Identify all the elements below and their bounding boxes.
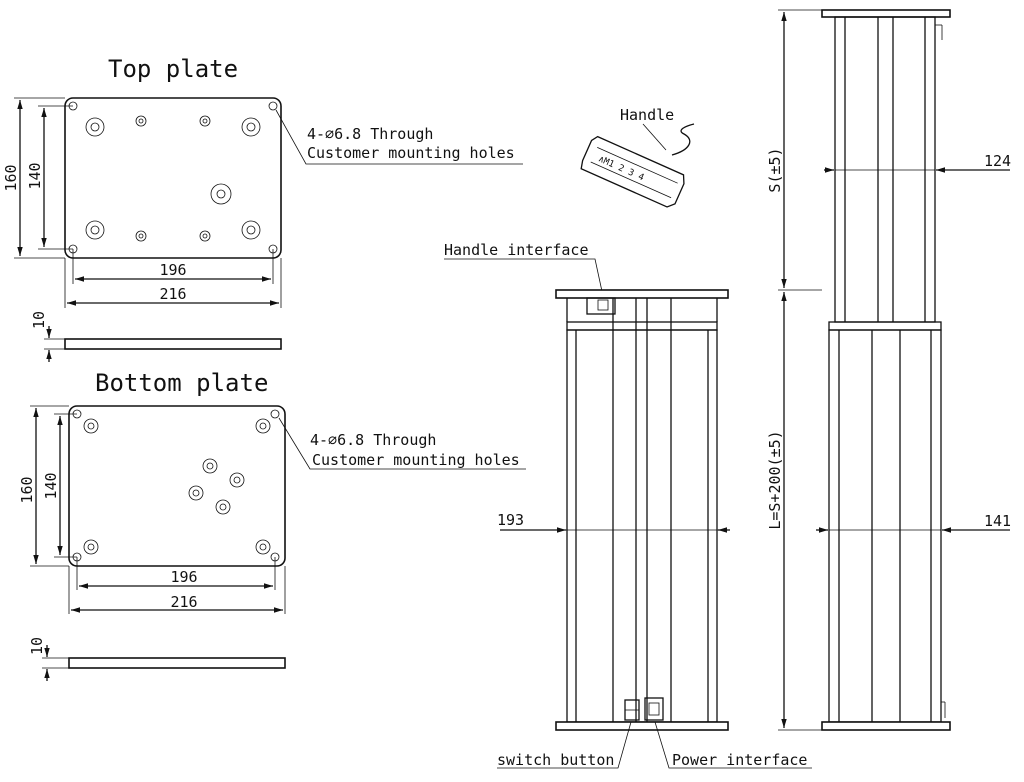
top-plate-dim-160: 160 <box>2 164 20 191</box>
bottom-plate-note-line1: 4-∅6.8 Through <box>310 431 436 449</box>
bottom-plate-dim-140: 140 <box>42 472 60 499</box>
bottom-plate-dim-160: 160 <box>18 476 36 503</box>
column-front-body <box>566 329 718 723</box>
column-side-base <box>821 721 951 731</box>
handle-group: Handle ∧M1 2 3 4 <box>580 106 695 208</box>
top-plate-counterbore-holes <box>85 115 261 242</box>
top-plate-group: Top plate 160 140 <box>2 55 523 362</box>
column-side-dim-124: 124 <box>984 152 1011 170</box>
power-interface <box>644 697 664 721</box>
column-side-dim-stroke: S(±5) <box>766 147 784 192</box>
column-front-top-cap <box>555 289 729 299</box>
bottom-plate-title: Bottom plate <box>95 369 268 397</box>
handle-interface-port <box>586 297 616 315</box>
top-plate-side-view <box>64 338 282 350</box>
handle-body: ∧M1 2 3 4 <box>580 135 685 208</box>
top-plate-dim-196: 196 <box>159 261 186 279</box>
handle-interface-label: Handle interface <box>444 241 589 259</box>
bottom-plate-counterbore-holes <box>83 418 271 555</box>
switch-button-label: switch button <box>497 751 614 769</box>
column-side-outer-tube <box>828 329 942 723</box>
top-plate-outline <box>64 97 282 259</box>
bottom-plate-outline <box>68 405 286 567</box>
handle-label: Handle <box>620 106 674 124</box>
bottom-plate-dim-216: 216 <box>170 593 197 611</box>
column-front-dim-193: 193 <box>497 511 524 529</box>
bottom-plate-dim-196: 196 <box>170 568 197 586</box>
column-side-inner-tube <box>834 16 936 323</box>
bottom-plate-side-view <box>68 657 286 669</box>
top-plate-title: Top plate <box>108 55 238 83</box>
top-plate-dim-10: 10 <box>30 311 48 329</box>
handle-cable <box>671 123 695 156</box>
top-plate-dim-216: 216 <box>159 285 186 303</box>
column-side-group: S(±5) L=S+200(±5) 124 141 <box>766 9 1011 731</box>
top-plate-dim-140: 140 <box>26 162 44 189</box>
bottom-plate-note-line2: Customer mounting holes <box>312 451 520 469</box>
column-front-base <box>555 721 729 731</box>
column-side-top-cap <box>821 9 951 18</box>
top-plate-note-line2: Customer mounting holes <box>307 144 515 162</box>
top-plate-note-line1: 4-∅6.8 Through <box>307 125 433 143</box>
column-side-dim-length: L=S+200(±5) <box>766 430 784 529</box>
bottom-plate-group: Bottom plate 160 140 <box>18 369 526 681</box>
column-side-dim-141: 141 <box>984 512 1011 530</box>
bottom-plate-dim-10: 10 <box>28 637 46 655</box>
power-interface-label: Power interface <box>672 751 807 769</box>
column-front-group: Handle interface 193 switch button Pow <box>444 241 812 769</box>
